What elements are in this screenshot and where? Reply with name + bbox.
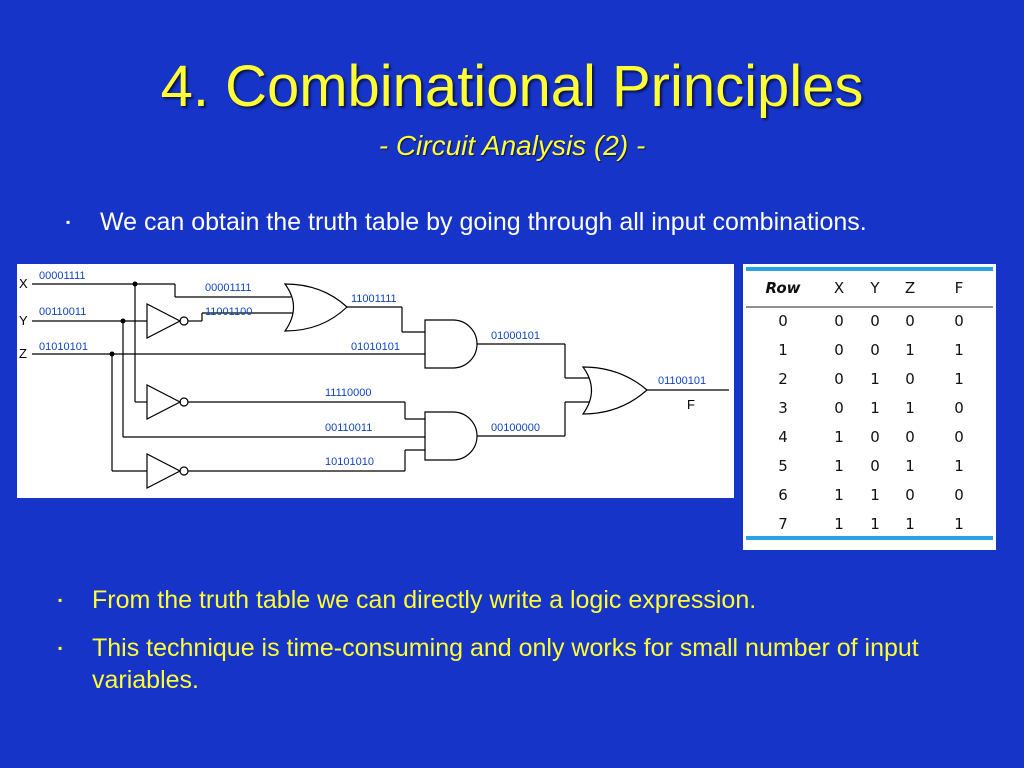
- input-x-label: X: [19, 276, 28, 291]
- output-f-label: F: [687, 397, 695, 412]
- table-cell: 4: [778, 428, 788, 446]
- table-cell: 0: [954, 486, 964, 504]
- circuit-diagram: X Y Z 00001111 00110011 01010101 0000111…: [17, 264, 734, 498]
- table-cell: 0: [778, 312, 788, 330]
- table-cell: 0: [870, 457, 880, 475]
- table-cell: 0: [905, 428, 915, 446]
- table-cell: 1: [905, 399, 915, 417]
- bullet-marker: ▪: [58, 593, 63, 607]
- not-y-output-bits: 00110011: [325, 422, 372, 434]
- y-bits: 00110011: [39, 306, 86, 318]
- table-cell: 0: [954, 399, 964, 417]
- bullet-text: We can obtain the truth table by going t…: [100, 208, 867, 236]
- x-bits: 00001111: [39, 270, 86, 282]
- input-z-label: Z: [19, 346, 27, 361]
- z-bits: 01010101: [39, 341, 88, 353]
- table-header-cell: F: [955, 279, 964, 297]
- table-header-cell: Z: [905, 279, 915, 297]
- table-cell: 1: [778, 341, 788, 359]
- not-z-output-bits: 10101010: [325, 456, 374, 468]
- bullet-item: ▪ This technique is time-consuming and o…: [58, 632, 972, 696]
- bullet-marker: ▪: [66, 215, 71, 229]
- table-cell: 6: [778, 486, 788, 504]
- bullet-text: This technique is time-consuming and onl…: [92, 634, 919, 694]
- table-cell: 0: [905, 312, 915, 330]
- table-cell: 0: [954, 428, 964, 446]
- table-cell: 5: [778, 457, 788, 475]
- bullet-text: From the truth table we can directly wri…: [92, 586, 757, 614]
- input-y-label: Y: [19, 313, 28, 328]
- table-cell: 1: [834, 486, 844, 504]
- not-x-output-bits: 11110000: [325, 387, 372, 399]
- table-header-cell: Y: [869, 279, 880, 297]
- table-cell: 0: [834, 399, 844, 417]
- table-header-cell: Row: [766, 279, 801, 297]
- table-cell: 0: [834, 312, 844, 330]
- or1-input-bottom-bits: 11001100: [205, 306, 252, 318]
- or1-input-top-bits: 00001111: [205, 282, 252, 294]
- table-cell: 1: [870, 515, 880, 533]
- table-cell: 0: [870, 428, 880, 446]
- table-cell: 1: [905, 341, 915, 359]
- and1-output-bits: 01000101: [491, 330, 540, 342]
- slide-subtitle: - Circuit Analysis (2) -: [378, 130, 646, 161]
- slide-title: 4. Combinational Principles: [160, 54, 864, 119]
- table-cell: 1: [834, 457, 844, 475]
- table-header-cell: X: [834, 279, 844, 297]
- table-cell: 1: [834, 428, 844, 446]
- table-cell: 0: [870, 341, 880, 359]
- table-cell: 1: [834, 515, 844, 533]
- table-cell: 0: [834, 341, 844, 359]
- table-cell: 0: [870, 312, 880, 330]
- output-bits: 01100101: [658, 375, 706, 387]
- table-cell: 1: [870, 370, 880, 388]
- bullet-marker: ▪: [58, 641, 63, 655]
- and2-output-bits: 00100000: [491, 422, 540, 434]
- table-cell: 1: [954, 341, 964, 359]
- table-cell: 0: [834, 370, 844, 388]
- table-cell: 1: [954, 457, 964, 475]
- table-cell: 0: [905, 370, 915, 388]
- and1-input-bottom-bits: 01010101: [351, 341, 400, 353]
- table-cell: 0: [905, 486, 915, 504]
- table-cell: 1: [954, 370, 964, 388]
- table-cell: 7: [778, 515, 788, 533]
- table-cell: 1: [905, 457, 915, 475]
- table-cell: 3: [778, 399, 788, 417]
- table-cell: 1: [870, 486, 880, 504]
- table-cell: 2: [778, 370, 788, 388]
- bullet-item: ▪ We can obtain the truth table by going…: [66, 206, 867, 238]
- or1-output-bits: 11001111: [351, 293, 397, 305]
- table-cell: 0: [954, 312, 964, 330]
- table-cell: 1: [905, 515, 915, 533]
- table-cell: 1: [870, 399, 880, 417]
- table-cell: 1: [954, 515, 964, 533]
- bullet-item: ▪ From the truth table we can directly w…: [58, 584, 757, 616]
